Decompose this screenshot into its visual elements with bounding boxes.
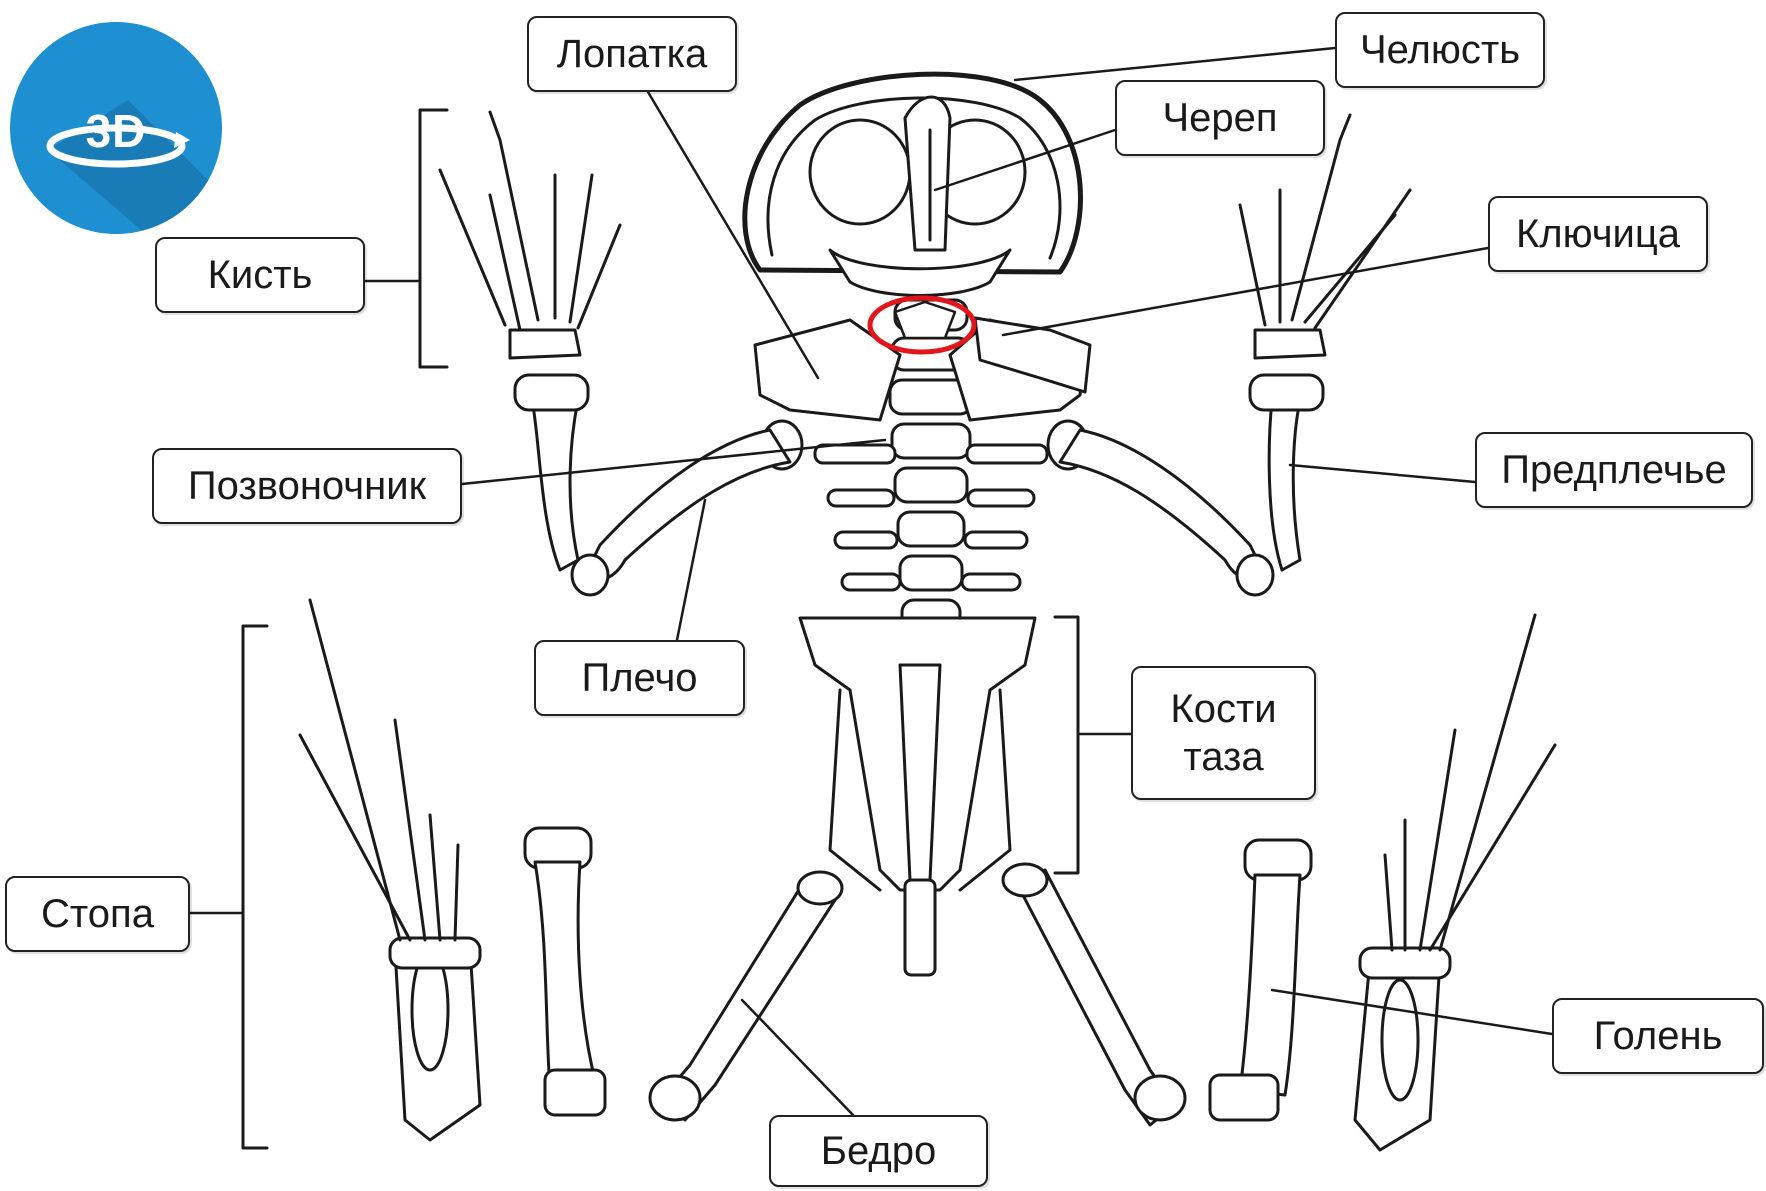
right-tibia: [1210, 840, 1311, 1120]
label-clavicle: Ключица: [1488, 196, 1708, 272]
hand-bracket: [420, 110, 447, 367]
label-skull: Череп: [1115, 80, 1325, 156]
label-thigh: Бедро: [769, 1115, 988, 1187]
label-foot: Стопа: [5, 876, 190, 952]
skull: [745, 74, 1081, 295]
label-scapula: Лопатка: [527, 16, 737, 92]
left-tibia: [525, 828, 605, 1115]
right-arm: [1048, 115, 1410, 595]
label-hand: Кисть: [155, 237, 365, 313]
right-femur: [1003, 864, 1185, 1125]
foot-bracket: [243, 626, 267, 1148]
left-foot: [300, 600, 480, 1140]
pelvis-bracket: [1055, 617, 1078, 873]
label-pelvic-bones: Кости таза: [1131, 666, 1316, 800]
label-shin: Голень: [1552, 998, 1764, 1074]
left-femur: [650, 872, 842, 1120]
label-spine: Позвоночник: [152, 448, 462, 524]
right-foot: [1355, 615, 1555, 1150]
label-shoulder: Плечо: [534, 640, 745, 716]
label-forearm: Предплечье: [1475, 432, 1753, 508]
label-jaw: Челюсть: [1335, 12, 1545, 88]
pelvis: [800, 618, 1035, 975]
